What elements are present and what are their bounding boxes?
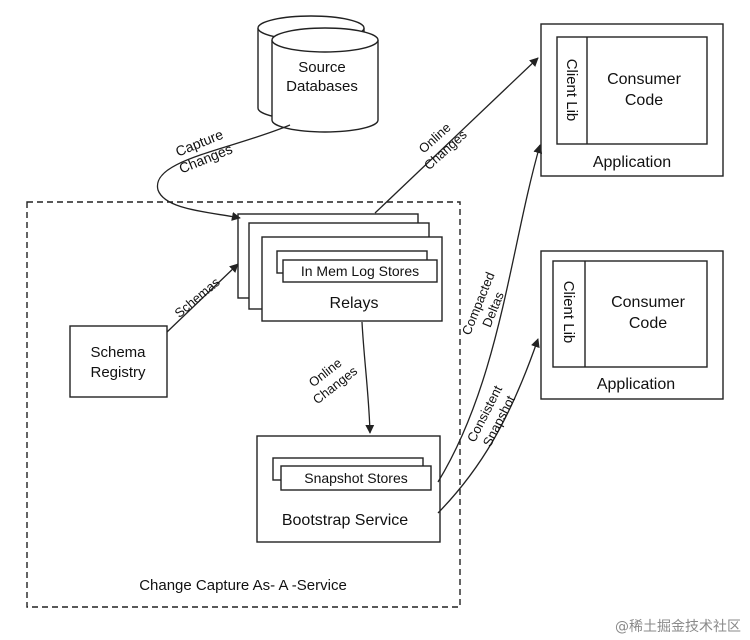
snapshot-stores-box [280, 465, 432, 491]
client-consumer-frame-bottom [552, 260, 708, 368]
source-databases-label-line1: Source [298, 59, 346, 76]
in-mem-log-stores-label: In Mem Log Stores [301, 263, 419, 279]
consumer-code-label-bottom-line1: Consumer [611, 294, 685, 311]
application-label-top: Application [593, 154, 671, 171]
schemas-arrow [166, 263, 239, 333]
consumer-code-label-top-line1: Consumer [607, 71, 681, 88]
relays-label: Relays [330, 295, 379, 312]
in-mem-log-stores-box [282, 259, 438, 283]
source-databases-label-line2: Databases [286, 78, 358, 95]
source-databases-node: Source Databases [257, 15, 379, 133]
consumer-code-label-bottom-line2: Code [629, 315, 667, 332]
schemas-label: Schemas [172, 274, 224, 321]
online-changes-mid-label: Online Changes [306, 355, 361, 407]
client-lib-label-bottom: Client Lib [560, 281, 577, 344]
schema-registry-node: Schema Registry [69, 325, 168, 398]
relays-node: In Mem Log Stores Relays [237, 213, 443, 322]
database-icon [257, 15, 379, 133]
client-lib-label-top: Client Lib [563, 59, 580, 122]
consistent-snapshot-label: Consistent Snapshot [464, 383, 518, 449]
application-node-bottom: Client Lib Consumer Code Application [540, 250, 724, 400]
bootstrap-service-node: Snapshot Stores Bootstrap Service [256, 435, 441, 543]
online-changes-bootstrap-arrow [361, 321, 375, 434]
online-changes-top-label: Online Changes [416, 120, 470, 173]
schema-registry-box [69, 325, 168, 398]
capture-changes-label: Capture Changes [173, 126, 234, 177]
snapshot-stores-label: Snapshot Stores [304, 470, 408, 486]
schema-registry-label-line1: Schema [90, 344, 146, 361]
group-label: Change Capture As- A -Service [139, 577, 347, 594]
compacted-deltas-arrow [437, 144, 543, 483]
compacted-deltas-label: Compacted Deltas [459, 270, 507, 337]
group-boundary [26, 201, 461, 608]
change-capture-service-group: Change Capture As- A -Service [26, 201, 461, 608]
capture-changes-arrow [156, 124, 291, 221]
schema-registry-label-line2: Registry [90, 364, 146, 381]
application-label-bottom: Application [597, 376, 675, 393]
bootstrap-service-label: Bootstrap Service [282, 512, 408, 529]
watermark: @稀土掘金技术社区 [615, 619, 741, 635]
online-changes-top-arrow [374, 57, 539, 214]
consistent-snapshot-arrow [437, 338, 540, 514]
application-node-top: Client Lib Consumer Code Application [540, 23, 724, 177]
client-consumer-frame-top [556, 36, 708, 145]
consumer-code-label-top-line2: Code [625, 92, 663, 109]
